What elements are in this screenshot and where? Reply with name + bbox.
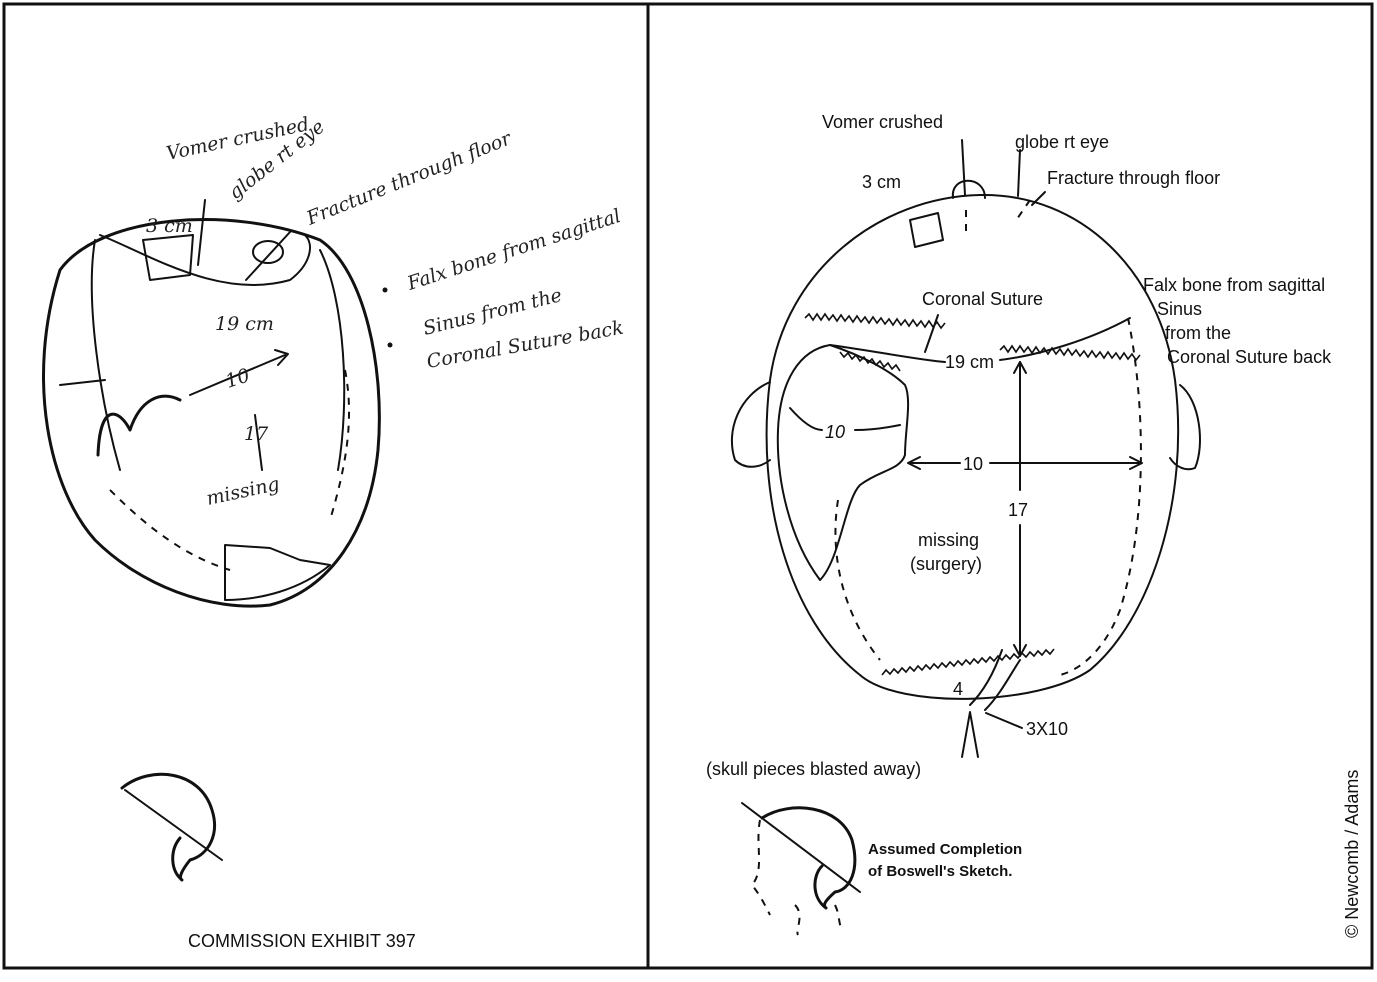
left-missing-region	[96, 394, 182, 457]
left-hand-falx-1: Falx bone from sagittal	[404, 205, 624, 295]
right-label-coronal: Coronal Suture	[922, 289, 1043, 309]
right-vomer-pointer	[961, 139, 966, 196]
right-ear-left	[730, 381, 771, 468]
right-label-4: 4	[953, 679, 963, 699]
right-label-globe: globe rt eye	[1015, 132, 1109, 152]
left-orbit-opening	[99, 234, 311, 286]
right-dashed-nose	[965, 199, 1031, 232]
right-fracture-pointer	[1031, 191, 1046, 206]
right-dashed-left	[834, 499, 881, 661]
left-hand-fracture: Fracture through floor	[303, 127, 516, 230]
left-hand-missing: missing	[204, 473, 281, 510]
left-hand-10: 10	[223, 364, 253, 392]
left-caption: COMMISSION EXHIBIT 397	[188, 931, 416, 951]
right-coronal-suture	[804, 312, 1141, 362]
left-hand-3cm: 3 cm	[146, 215, 193, 237]
left-skull-inner-curve	[90, 239, 346, 471]
right-nose	[951, 179, 986, 199]
right-globe-pointer	[1017, 149, 1021, 197]
right-label-falx-4: Coronal Suture back	[1167, 347, 1332, 367]
left-10-arrowhead	[274, 349, 289, 366]
right-occipital-jagged	[881, 648, 1055, 676]
left-hand-17: 17	[244, 423, 269, 445]
right-label-falx-1: Falx bone from sagittal	[1143, 275, 1325, 295]
right-label-falx-3: from the	[1165, 323, 1231, 343]
right-label-assumed-1: Assumed Completion	[868, 841, 1022, 858]
right-17-arrowhead-top	[1013, 361, 1027, 374]
right-label-assumed-2: of Boswell's Sketch.	[868, 863, 1012, 880]
right-ear-right	[1169, 384, 1201, 471]
right-credit: © Newcomb / Adams	[1342, 770, 1362, 938]
right-3cm-box	[909, 212, 944, 248]
right-label-17: 17	[1008, 500, 1028, 520]
right-skull-outline	[765, 193, 1180, 700]
right-label-missing: missing	[918, 530, 979, 550]
right-label-skull-pieces: (skull pieces blasted away)	[706, 759, 921, 779]
right-label-10-left: 10	[825, 422, 845, 442]
right-label-3cm: 3 cm	[862, 172, 901, 192]
left-bullet-1	[382, 287, 388, 293]
right-dashed-right	[1059, 317, 1142, 676]
left-small-head-line	[124, 789, 223, 861]
right-10-arrowhead-left	[907, 456, 921, 470]
right-label-falx-2: Sinus	[1157, 299, 1202, 319]
right-19cm-arc	[829, 317, 1131, 363]
left-skull-outline	[42, 218, 381, 608]
left-panel: Vomer crushed globe rt eye Fracture thro…	[42, 113, 625, 951]
left-17-arrow	[254, 414, 263, 471]
left-short-line	[59, 379, 106, 386]
left-hand-19cm: 19 cm	[215, 313, 274, 335]
right-label-vomer: Vomer crushed	[822, 112, 943, 132]
right-small-head-face	[750, 819, 843, 936]
right-10-arrowhead-right	[1129, 456, 1143, 470]
right-label-3x10: 3X10	[1026, 719, 1068, 739]
left-globe-pointer	[245, 231, 291, 281]
left-small-head	[120, 772, 217, 882]
left-vomer-pointer	[197, 199, 206, 266]
right-panel: Vomer crushed globe rt eye Fracture thro…	[706, 112, 1362, 938]
right-label-19cm: 19 cm	[945, 352, 994, 372]
left-10-arrow	[189, 354, 286, 396]
left-globe-circle	[252, 240, 284, 264]
right-3x10-pointer	[985, 712, 1023, 729]
right-label-10-mid: 10	[963, 454, 983, 474]
right-small-head-line	[741, 802, 861, 893]
left-dashed-contour	[109, 369, 350, 571]
right-small-head	[760, 806, 857, 910]
right-wound-outline	[776, 344, 910, 581]
right-label-surgery: (surgery)	[910, 554, 982, 574]
right-coronal-pointer	[924, 314, 939, 353]
left-lower-flap	[224, 544, 331, 601]
right-wound-jagged	[839, 351, 901, 372]
right-label-fracture: Fracture through floor	[1047, 168, 1220, 188]
right-skull-pieces-pointer	[961, 711, 979, 758]
left-3cm-box	[142, 234, 194, 281]
left-bullet-2	[387, 342, 393, 348]
right-10-curve-arrow	[789, 407, 901, 431]
right-occipital-lines	[969, 649, 1021, 711]
